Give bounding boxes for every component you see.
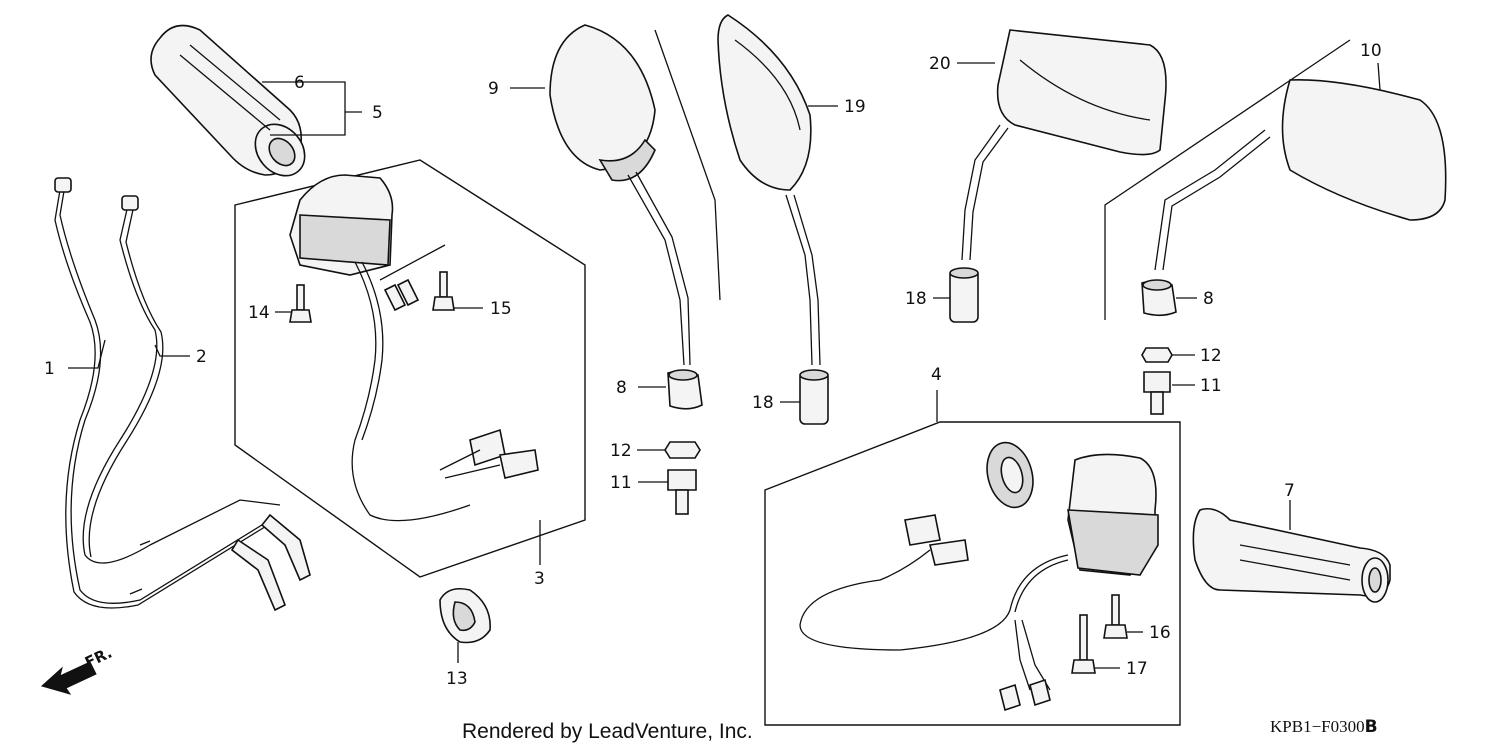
- diagram-code-suffix: B: [1365, 717, 1378, 737]
- callout-17: 17: [1126, 659, 1148, 679]
- nut-12-middle: [664, 441, 701, 459]
- bolt-11-right: [1143, 371, 1171, 415]
- footer-credit: Rendered by LeadVenture, Inc.: [462, 720, 753, 743]
- callout-20: 20: [929, 54, 951, 74]
- callout-10: 10: [1360, 41, 1382, 61]
- front-label: FR.: [82, 644, 115, 672]
- adapter-8-right: [1141, 279, 1177, 317]
- switch-group-right: [234, 159, 586, 578]
- throttle-cables: [54, 177, 311, 612]
- callout-3: 3: [534, 569, 545, 589]
- mirror-10: [1104, 39, 1447, 320]
- screw-16: [1103, 594, 1128, 639]
- bolt-11-middle: [667, 469, 697, 515]
- callout-8-middle: 8: [616, 378, 627, 398]
- callout-16: 16: [1149, 623, 1171, 643]
- adapter-8-middle: [667, 369, 703, 410]
- clamp-13: [439, 587, 491, 644]
- screw-17: [1071, 614, 1096, 674]
- callout-1: 1: [44, 359, 55, 379]
- callout-4: 4: [931, 365, 942, 385]
- switch-group-left: [764, 421, 1181, 726]
- callout-13: 13: [446, 669, 468, 689]
- callout-15: 15: [490, 299, 512, 319]
- callout-14: 14: [248, 303, 270, 323]
- adapter-18-right: [949, 267, 979, 323]
- callout-12-middle: 12: [610, 441, 632, 461]
- front-direction-marker: FR.: [40, 644, 115, 695]
- mirror-20: [961, 29, 1167, 261]
- callout-7: 7: [1284, 481, 1295, 501]
- right-grip: [1192, 507, 1391, 603]
- callout-6: 6: [294, 73, 305, 93]
- callout-12-right: 12: [1200, 346, 1222, 366]
- callout-9: 9: [488, 79, 499, 99]
- adapter-18-middle: [799, 369, 829, 425]
- callout-11-right: 11: [1200, 376, 1222, 396]
- callout-5: 5: [372, 103, 383, 123]
- screw-14: [289, 284, 312, 323]
- callout-18-middle: 18: [752, 393, 774, 413]
- callout-19: 19: [844, 97, 866, 117]
- mirror-19: [717, 14, 821, 366]
- left-grip: [150, 24, 306, 177]
- leader-lines: [68, 62, 1381, 669]
- mirror-9: [549, 24, 721, 366]
- callout-2: 2: [196, 347, 207, 367]
- arrow-left-icon: [40, 661, 97, 695]
- diagram-code: KPB1−F0300B: [1270, 717, 1378, 737]
- nut-12-right: [1141, 347, 1173, 363]
- callout-18-right: 18: [905, 289, 927, 309]
- callout-8-right: 8: [1203, 289, 1214, 309]
- callout-11-middle: 11: [610, 473, 632, 493]
- diagram-code-main: KPB1−F0300: [1270, 717, 1365, 736]
- screw-15: [432, 271, 455, 311]
